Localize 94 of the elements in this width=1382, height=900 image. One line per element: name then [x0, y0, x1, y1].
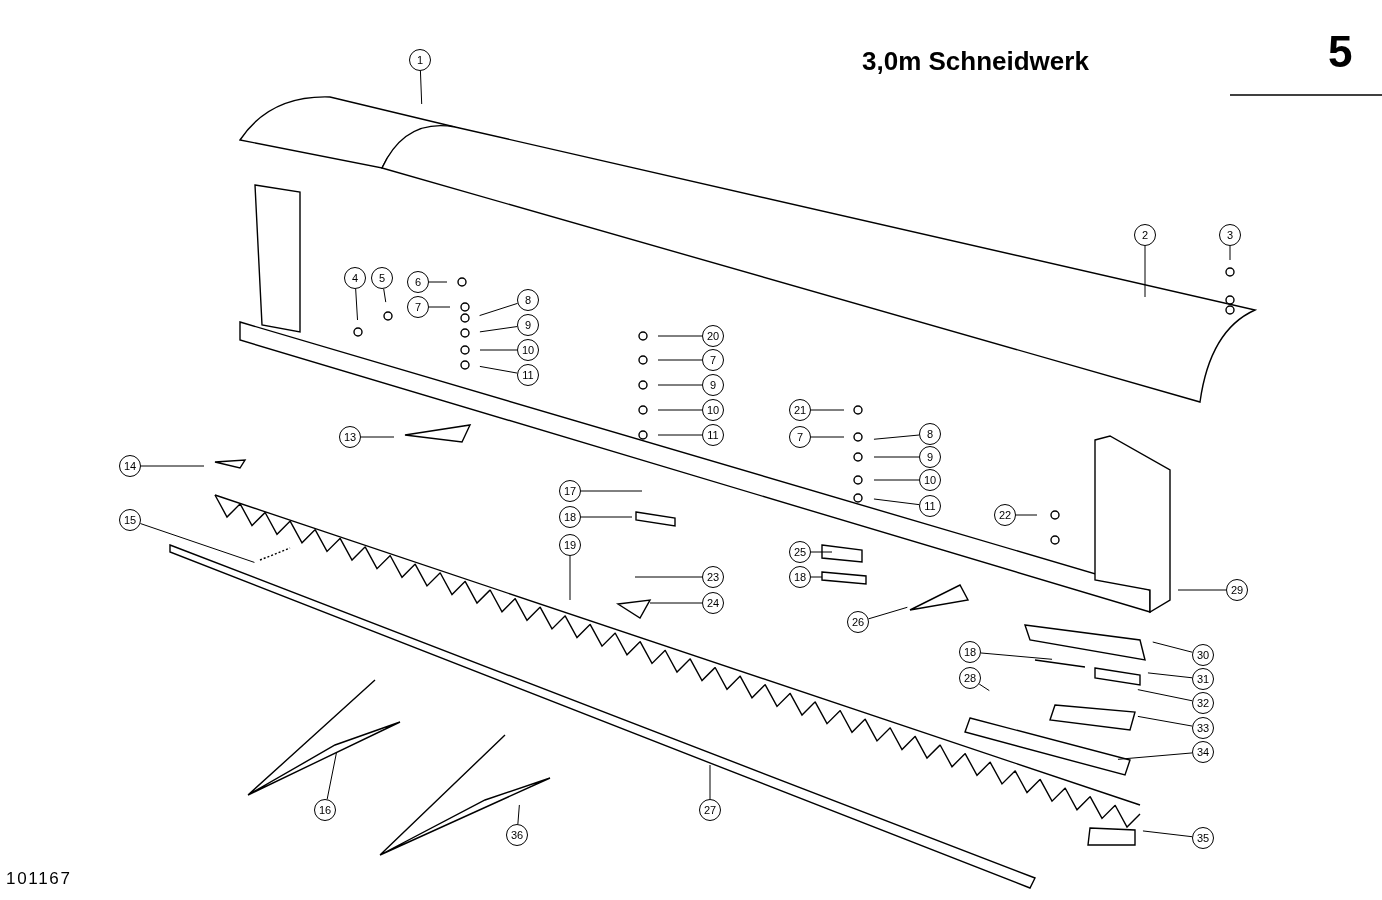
callout-number: 19 [559, 534, 581, 556]
callout-number: 15 [119, 509, 141, 531]
leader-line [657, 434, 703, 436]
leader-line [810, 576, 823, 578]
leader-line [873, 498, 920, 506]
callout-number: 35 [1192, 827, 1214, 849]
callout-number: 7 [789, 426, 811, 448]
leader-line [1142, 830, 1193, 838]
callout-number: 18 [789, 566, 811, 588]
leader-line [140, 465, 205, 467]
callout-number: 20 [702, 325, 724, 347]
leader-line [1144, 245, 1146, 298]
callout-number: 9 [919, 446, 941, 468]
callout-number: 21 [789, 399, 811, 421]
leader-line [868, 606, 908, 620]
leader-line [873, 434, 920, 440]
leader-line [580, 490, 643, 492]
leader-line [709, 764, 711, 800]
callout-number: 14 [119, 455, 141, 477]
leader-line [479, 365, 518, 374]
leader-line [649, 602, 703, 604]
callout-number: 24 [702, 592, 724, 614]
leader-line [139, 523, 255, 563]
drawing-number: 101167 [6, 868, 72, 890]
callout-number: 9 [517, 314, 539, 336]
title: 3,0m Schneidwerk [862, 45, 1089, 78]
callout-number: 18 [559, 506, 581, 528]
leader-line [419, 70, 423, 105]
leader-line [657, 384, 703, 386]
leader-line [657, 409, 703, 411]
leader-line [517, 804, 520, 825]
callout-number: 3 [1219, 224, 1241, 246]
leader-line [1015, 514, 1038, 516]
leader-line [1137, 715, 1193, 727]
leader-line [634, 576, 703, 578]
leader-line [810, 436, 845, 438]
callout-number: 4 [344, 267, 366, 289]
callout-number: 11 [919, 495, 941, 517]
leader-line [428, 306, 451, 308]
leader-line [428, 281, 448, 283]
leader-line [355, 288, 358, 321]
callout-number: 10 [702, 399, 724, 421]
callout-number: 36 [506, 824, 528, 846]
leader-line [1137, 689, 1193, 702]
callout-number: 8 [919, 423, 941, 445]
callout-number: 10 [919, 469, 941, 491]
callout-number: 9 [702, 374, 724, 396]
callout-number: 18 [959, 641, 981, 663]
leader-line [1152, 641, 1193, 653]
leader-line [1177, 589, 1227, 591]
leader-line [810, 409, 845, 411]
callout-number: 23 [702, 566, 724, 588]
callout-number: 7 [407, 296, 429, 318]
callout-number: 11 [517, 364, 539, 386]
leader-line [326, 752, 337, 800]
callout-number: 29 [1226, 579, 1248, 601]
leader-line [1147, 672, 1193, 679]
callout-number: 27 [699, 799, 721, 821]
callout-number: 2 [1134, 224, 1156, 246]
callout-number: 13 [339, 426, 361, 448]
callout-number: 31 [1192, 668, 1214, 690]
leader-line [810, 551, 833, 553]
callout-number: 33 [1192, 717, 1214, 739]
callout-number: 32 [1192, 692, 1214, 714]
callout-number: 30 [1192, 644, 1214, 666]
callout-number: 16 [314, 799, 336, 821]
callout-number: 1 [409, 49, 431, 71]
leader-line [569, 555, 571, 601]
leader-line [657, 335, 703, 337]
page-number: 5 [1328, 30, 1353, 74]
leader-line [580, 516, 633, 518]
callout-number: 26 [847, 611, 869, 633]
leader-line [1229, 245, 1231, 261]
callout-number: 25 [789, 541, 811, 563]
leader-line [360, 436, 395, 438]
callout-number: 10 [517, 339, 539, 361]
callout-number: 22 [994, 504, 1016, 526]
leader-line [657, 359, 703, 361]
callout-number: 6 [407, 271, 429, 293]
callout-number: 7 [702, 349, 724, 371]
leader-line [1117, 752, 1193, 760]
leader-line [873, 456, 920, 458]
callout-number: 34 [1192, 741, 1214, 763]
leader-line [383, 288, 387, 303]
callout-number: 28 [959, 667, 981, 689]
callout-number: 5 [371, 267, 393, 289]
leader-line [479, 326, 518, 333]
leader-line [873, 479, 920, 481]
callout-number: 17 [559, 480, 581, 502]
leader-line [980, 652, 1053, 660]
callout-number: 8 [517, 289, 539, 311]
leader-line [479, 302, 519, 317]
callout-number: 11 [702, 424, 724, 446]
leader-line [479, 349, 518, 351]
